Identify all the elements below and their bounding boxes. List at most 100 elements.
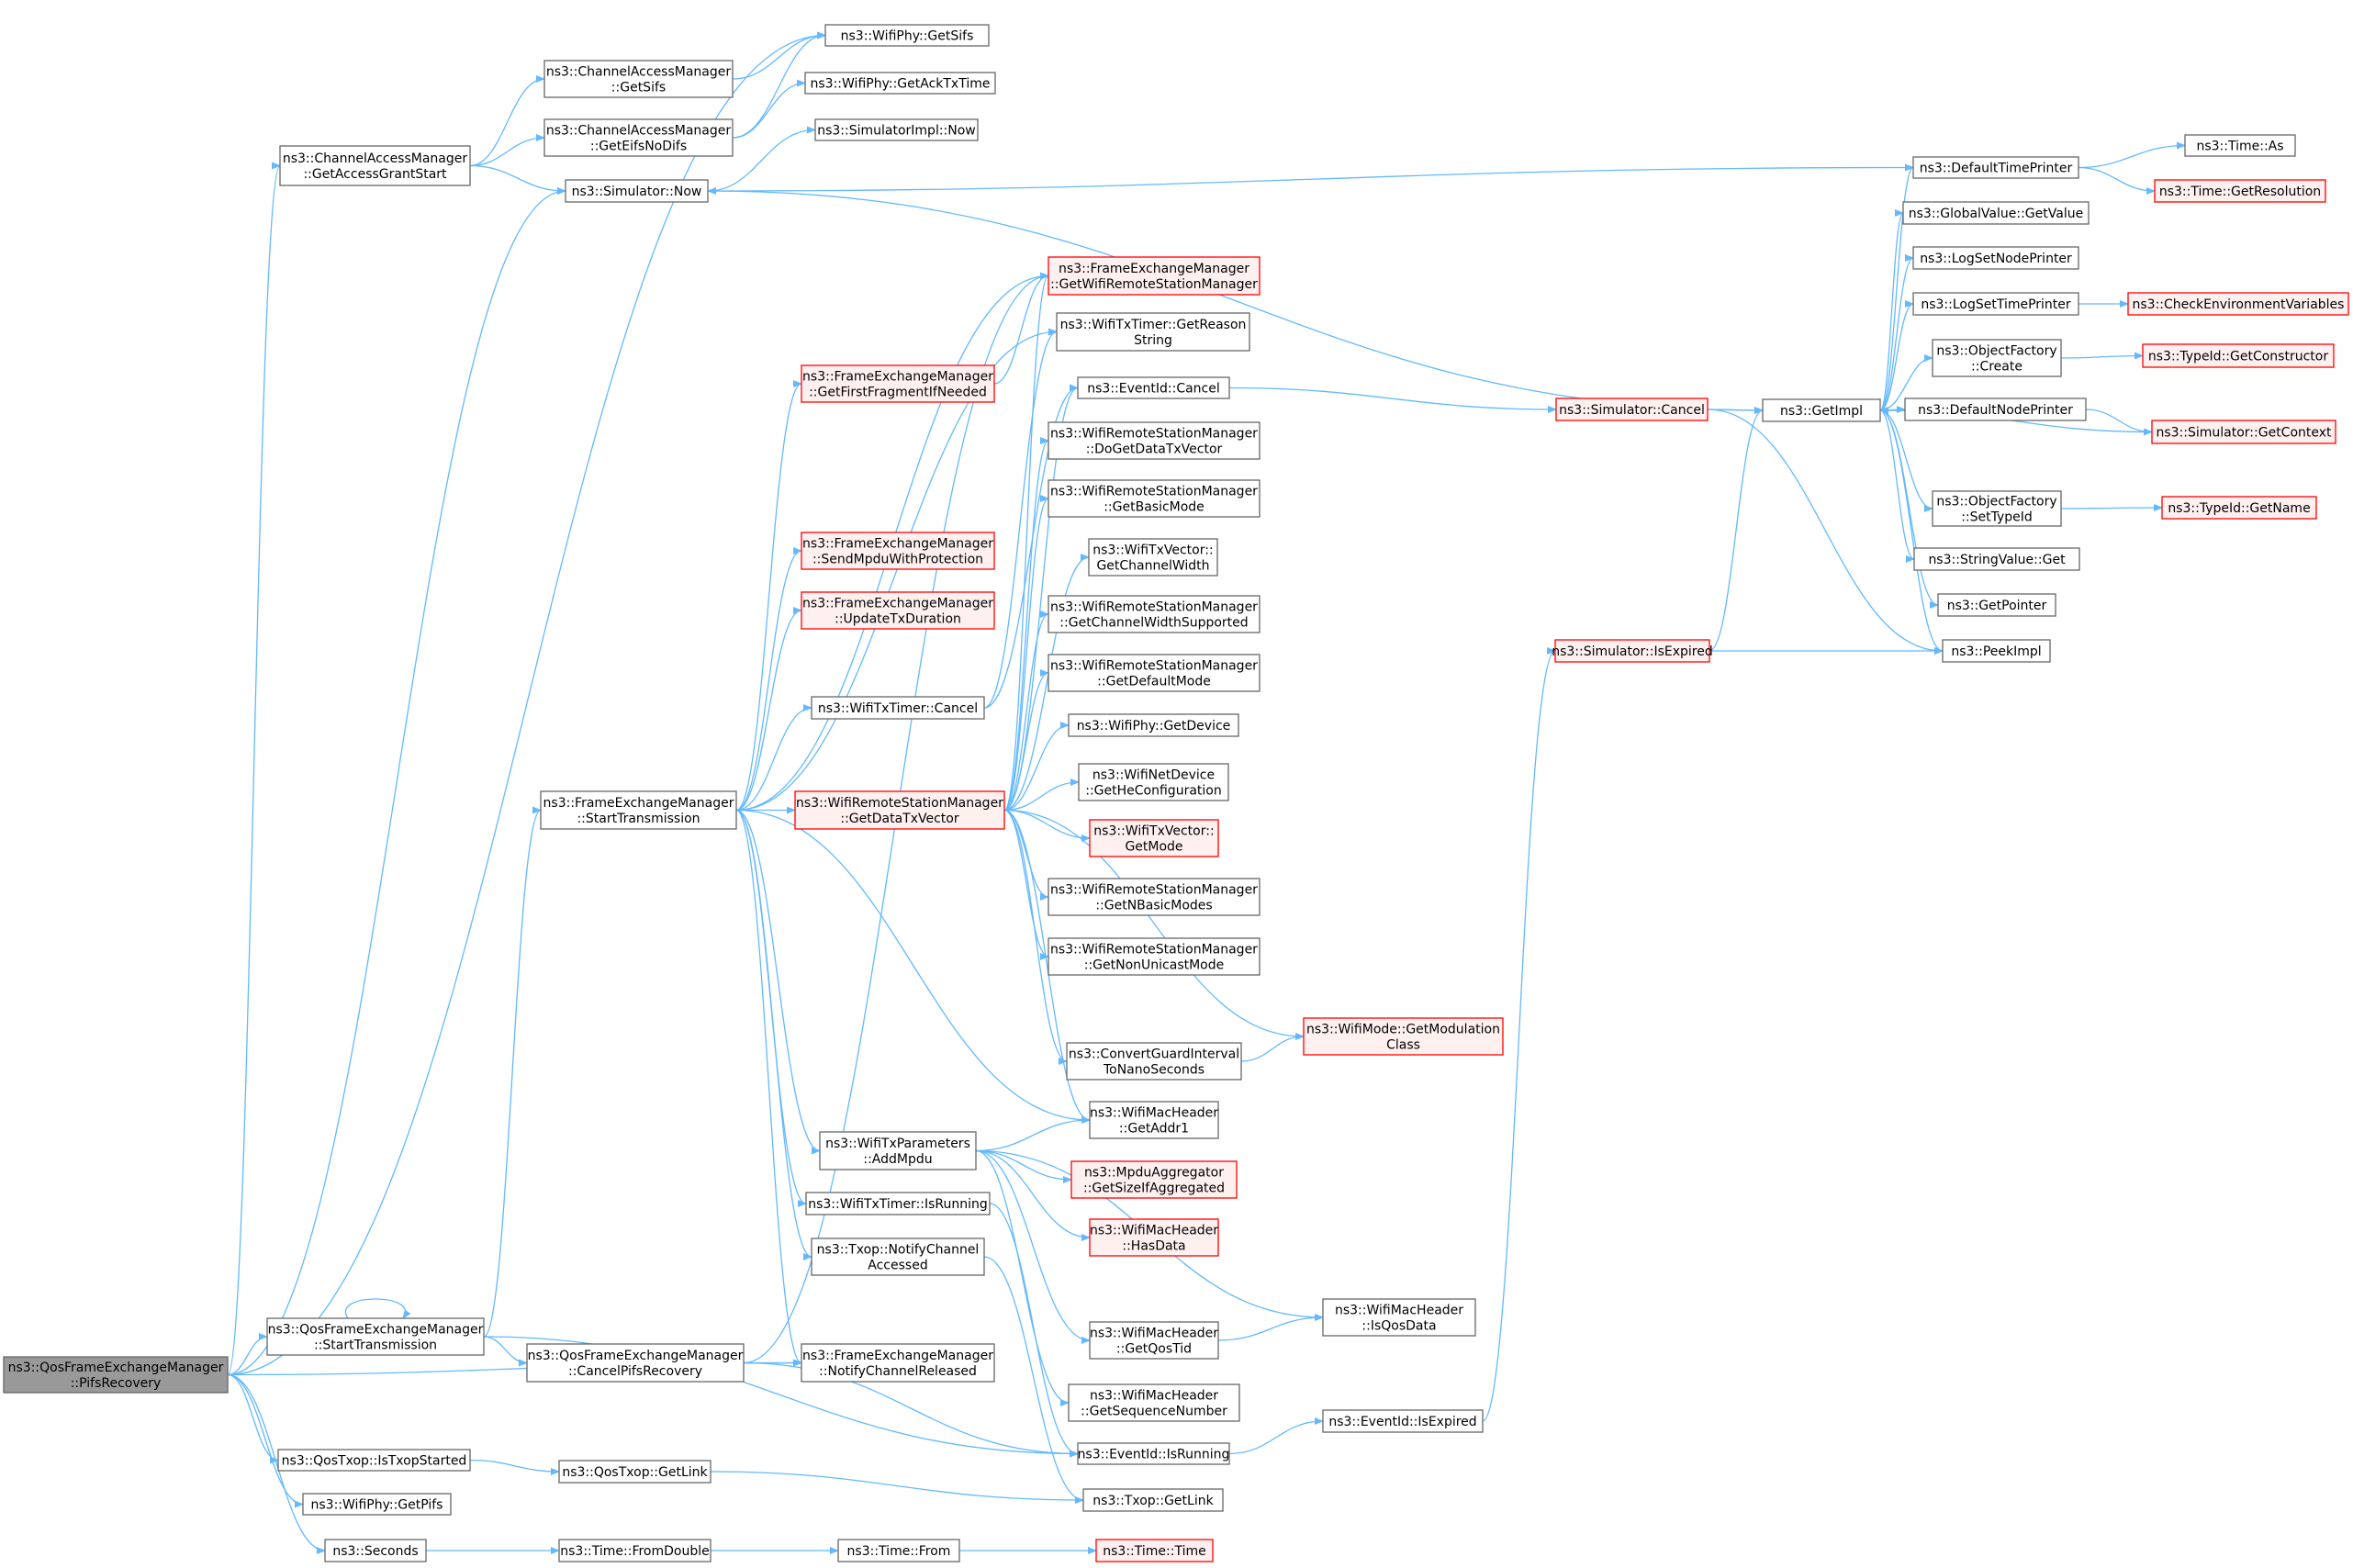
node-wmh_getaddr1[interactable]: ns3::WifiMacHeader::GetAddr1 (1089, 1101, 1219, 1139)
node-wmh_getseq[interactable]: ns3::WifiMacHeader::GetSequenceNumber (1068, 1383, 1240, 1422)
node-label: ns3::FrameExchangeManager (802, 370, 993, 385)
node-fem_getwrsm[interactable]: ns3::FrameExchangeManager::GetWifiRemote… (1048, 256, 1261, 296)
node-getimpl[interactable]: ns3::GetImpl (1762, 398, 1881, 422)
node-logsetnode[interactable]: ns3::LogSetNodePrinter (1912, 246, 2079, 270)
edge-wtp_addmpdu-to-mpduagg (975, 1149, 1072, 1183)
node-typeid_getctor[interactable]: ns3::TypeId::GetConstructor (2142, 343, 2335, 368)
node-wp_getdevice[interactable]: ns3::WifiPhy::GetDevice (1068, 713, 1239, 737)
node-fem_getfirst[interactable]: ns3::FrameExchangeManager::GetFirstFragm… (801, 364, 995, 403)
node-label: ns3::WifiMacHeader (1335, 1304, 1463, 1318)
node-root[interactable]: ns3::QosFrameExchangeManager::PifsRecove… (3, 1356, 229, 1394)
node-box (266, 1317, 485, 1356)
node-typeid_getname[interactable]: ns3::TypeId::GetName (2161, 496, 2317, 520)
node-wrsm_getchws[interactable]: ns3::WifiRemoteStationManager::GetChanne… (1048, 595, 1261, 633)
node-logsettime[interactable]: ns3::LogSetTimePrinter (1912, 292, 2079, 316)
node-box (801, 532, 995, 570)
node-checkenv[interactable]: ns3::CheckEnvironmentVariables (2127, 292, 2349, 316)
node-wp_getsifs[interactable]: ns3::WifiPhy::GetSifs (824, 24, 990, 47)
node-txop_getlink[interactable]: ns3::Txop::GetLink (1082, 1488, 1224, 1512)
node-wmh_getqostid[interactable]: ns3::WifiMacHeader::GetQosTid (1089, 1321, 1219, 1360)
node-defprinter[interactable]: ns3::DefaultTimePrinter (1912, 156, 2079, 179)
node-peekimpl[interactable]: ns3::PeekImpl (1942, 639, 2051, 663)
node-label: ns3::WifiMacHeader (1090, 1224, 1218, 1238)
node-label: ns3::MpduAggregator (1084, 1166, 1224, 1181)
node-wrsm_getdatatx[interactable]: ns3::WifiRemoteStationManager::GetDataTx… (794, 790, 1005, 830)
node-cam_getsifs[interactable]: ns3::ChannelAccessManager::GetSifs (543, 60, 734, 98)
node-wtt_isrunning[interactable]: ns3::WifiTxTimer::IsRunning (805, 1192, 991, 1215)
node-sim_isexpired[interactable]: ns3::Simulator::IsExpired (1552, 639, 1713, 663)
edge-getimpl-to-peekimpl (1879, 409, 1944, 655)
node-qfem_cancelpifs[interactable]: ns3::QosFrameExchangeManager::CancelPifs… (526, 1343, 745, 1383)
node-sv_get[interactable]: ns3::StringValue::Get (1913, 547, 2080, 571)
node-fem_notifyrel[interactable]: ns3::FrameExchangeManager::NotifyChannel… (801, 1343, 995, 1383)
node-label: ns3::PeekImpl (1951, 644, 2041, 659)
node-of_settypeid[interactable]: ns3::ObjectFactory::SetTypeId (1932, 490, 2062, 527)
node-time_getres[interactable]: ns3::Time::GetResolution (2154, 179, 2326, 203)
node-wp_getack[interactable]: ns3::WifiPhy::GetAckTxTime (804, 72, 996, 95)
node-label: ns3::QosFrameExchangeManager (268, 1323, 484, 1338)
node-label: ns3::ChannelAccessManager (546, 124, 732, 139)
node-wrsm_dogetdata[interactable]: ns3::WifiRemoteStationManager::DoGetData… (1048, 421, 1261, 460)
node-box (1303, 1017, 1504, 1056)
edge-defprinter-to-time_getres (2078, 166, 2156, 195)
node-label: ::HasData (1122, 1239, 1185, 1254)
node-fem_updatetx[interactable]: ns3::FrameExchangeManager::UpdateTxDurat… (801, 591, 995, 630)
node-sim_cancel[interactable]: ns3::Simulator::Cancel (1555, 398, 1709, 421)
node-wp_getpifs[interactable]: ns3::WifiPhy::GetPifs (302, 1493, 452, 1516)
node-eventid_isrunning[interactable]: ns3::EventId::IsRunning (1077, 1442, 1230, 1465)
node-wrsm_getdefault[interactable]: ns3::WifiRemoteStationManager::GetDefaul… (1048, 654, 1261, 692)
node-label: ns3::Simulator::IsExpired (1552, 644, 1713, 659)
node-gv_getvalue[interactable]: ns3::GlobalValue::GetValue (1902, 201, 2090, 225)
node-sim_getctx[interactable]: ns3::Simulator::GetContext (2151, 420, 2336, 444)
node-box (1095, 1539, 1214, 1562)
node-label: ::GetAddr1 (1119, 1122, 1189, 1137)
node-eventid_cancel[interactable]: ns3::EventId::Cancel (1077, 376, 1230, 399)
node-label: ns3::StringValue::Get (1928, 553, 2066, 567)
node-cam_geteifs[interactable]: ns3::ChannelAccessManager::GetEifsNoDifs (543, 118, 734, 157)
node-getpointer[interactable]: ns3::GetPointer (1937, 593, 2056, 617)
node-wtt_cancel[interactable]: ns3::WifiTxTimer::Cancel (811, 696, 985, 720)
node-wmh_isqos[interactable]: ns3::WifiMacHeader::IsQosData (1322, 1298, 1476, 1337)
node-simimpl_now[interactable]: ns3::SimulatorImpl::Now (814, 118, 979, 141)
node-wmh_hasdata[interactable]: ns3::WifiMacHeader::HasData (1089, 1218, 1219, 1257)
node-wrsm_getnbasic[interactable]: ns3::WifiRemoteStationManager::GetNBasic… (1048, 878, 1261, 916)
edge-of_settypeid-to-typeid_getname (2060, 504, 2163, 512)
node-wrsm_getnonuni[interactable]: ns3::WifiRemoteStationManager::GetNonUni… (1048, 937, 1261, 976)
node-wrsm_getbasic[interactable]: ns3::WifiRemoteStationManager::GetBasicM… (1048, 479, 1261, 518)
node-qtxop_isstarted[interactable]: ns3::QosTxop::IsTxopStarted (277, 1449, 471, 1472)
node-qfem_starttx[interactable]: ns3::QosFrameExchangeManager::StartTrans… (266, 1317, 485, 1356)
node-cam_gags[interactable]: ns3::ChannelAccessManager::GetAccessGran… (279, 145, 471, 186)
node-box (1077, 376, 1230, 399)
node-mpduagg[interactable]: ns3::MpduAggregator::GetSizeIfAggregated (1070, 1160, 1238, 1199)
node-label: ns3::WifiMacHeader (1090, 1327, 1218, 1341)
node-of_create[interactable]: ns3::ObjectFactory::Create (1932, 339, 2062, 377)
node-wnd_gethe[interactable]: ns3::WifiNetDevice::GetHeConfiguration (1078, 763, 1229, 801)
node-label: ns3::CheckEnvironmentVariables (2133, 297, 2345, 312)
node-label: ns3::GlobalValue::GetValue (1909, 207, 2083, 221)
edge-root-to-cam_gags (227, 162, 281, 1376)
node-label: ns3::Simulator::Cancel (1559, 403, 1705, 418)
node-fem_starttx[interactable]: ns3::FrameExchangeManager::StartTransmis… (540, 790, 737, 830)
node-wtp_addmpdu[interactable]: ns3::WifiTxParameters::AddMpdu (819, 1131, 977, 1170)
node-time_fromdouble[interactable]: ns3::Time::FromDouble (558, 1539, 712, 1562)
edge-fem_starttx-to-fem_updatetx (735, 607, 802, 812)
node-wtv_getchw[interactable]: ns3::WifiTxVector::GetChannelWidth (1088, 538, 1218, 577)
node-time_time[interactable]: ns3::Time::Time (1095, 1539, 1214, 1562)
node-seconds[interactable]: ns3::Seconds (324, 1539, 427, 1562)
node-sim_now[interactable]: ns3::Simulator::Now (565, 179, 709, 203)
node-box (1089, 1101, 1219, 1139)
node-wtv_getmode[interactable]: ns3::WifiTxVector::GetMode (1089, 819, 1219, 857)
node-label: ns3::WifiRemoteStationManager (1050, 943, 1258, 958)
node-qtxop_getlink[interactable]: ns3::QosTxop::GetLink (558, 1460, 712, 1484)
node-time_from[interactable]: ns3::Time::From (837, 1539, 960, 1562)
node-defnodeprinter[interactable]: ns3::DefaultNodePrinter (1904, 398, 2087, 421)
node-box (324, 1539, 427, 1562)
node-time_as[interactable]: ns3::Time::As (2184, 134, 2296, 157)
node-eventid_isexpired[interactable]: ns3::EventId::IsExpired (1322, 1409, 1484, 1433)
node-fem_sendmpdu[interactable]: ns3::FrameExchangeManager::SendMpduWithP… (801, 532, 995, 570)
node-box (814, 118, 979, 141)
